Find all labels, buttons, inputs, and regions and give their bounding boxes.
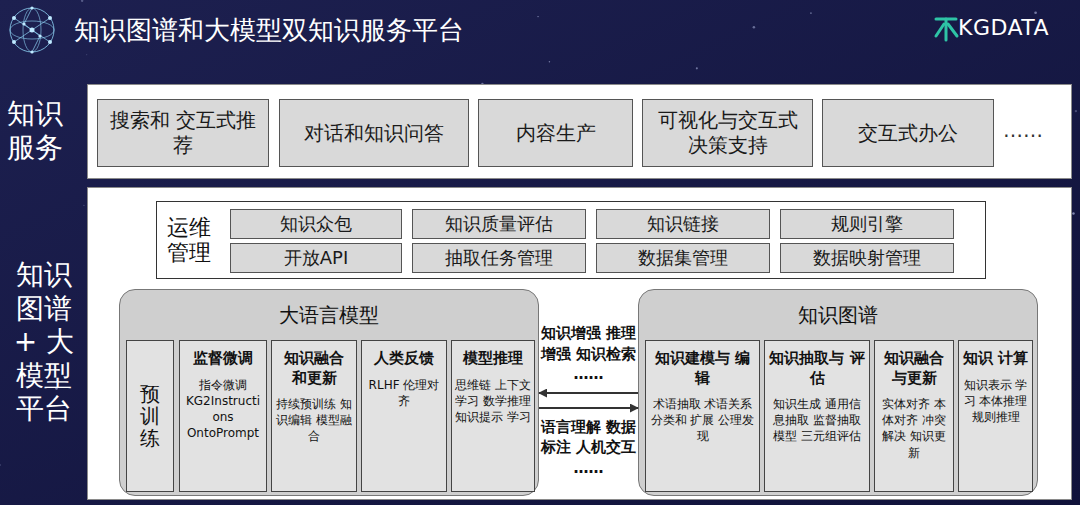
- service-box: 内容生产: [478, 99, 633, 167]
- node-heading: 大语言模型: [120, 302, 538, 329]
- platform-band: 知识 服务搜索和 交互式推荐对话和知识问答内容生产可视化与交互式 决策支持交互式…: [87, 84, 1072, 179]
- node-heading: 模型推理: [463, 349, 523, 369]
- ellipsis: ……: [1003, 118, 1043, 142]
- node-body: 知识表示 学习 本体推理 规则推理: [962, 377, 1029, 426]
- node-heading: 运维 管理: [167, 215, 218, 266]
- node-heading: 知识 服务: [4, 97, 66, 164]
- model-container: 知识图谱知识建模与 编辑术语抽取 术语关系分类和 扩展 公理发现知识抽取与 评估…: [638, 289, 1038, 496]
- module-box: 模型推理思维链 上下文学习 数学推理 知识提示 学习: [451, 340, 535, 492]
- model-container: 大语言模型预训练监督微调指令微调 KG2Instructions OntoPro…: [119, 289, 539, 496]
- node-heading: 可视化与交互式 决策支持: [651, 108, 804, 158]
- node-heading: 知识融合 与更新: [878, 349, 950, 388]
- kgdata-icon: [936, 19, 957, 40]
- node-heading: 知识建模与 编辑: [649, 349, 756, 388]
- ops-item: 数据集管理: [596, 243, 770, 273]
- module-box: 知识融合 与更新实体对齐 本体对齐 冲突解决 知识更新: [874, 340, 954, 492]
- node-heading: 知识质量评估: [445, 213, 553, 235]
- node-heading: 交互式办公: [858, 121, 958, 146]
- ops-item: 知识链接: [596, 209, 770, 239]
- node-heading: 内容生产: [516, 121, 596, 146]
- logo-text: KGDATA: [958, 15, 1049, 40]
- service-box: 对话和知识问答: [279, 99, 469, 167]
- node-heading: 知识众包: [280, 213, 352, 235]
- node-body: 知识生成 通用信息抽取 监督抽取模型 三元组评估: [768, 396, 866, 445]
- service-box: 交互式办公: [822, 99, 994, 167]
- module-box: 知识建模与 编辑术语抽取 术语关系分类和 扩展 公理发现: [645, 340, 760, 492]
- ops-item: 规则引擎: [780, 209, 954, 239]
- node-heading: 抽取任务管理: [445, 247, 553, 269]
- node-heading: 对话和知识问答: [304, 121, 444, 146]
- connector-arrow: [539, 407, 638, 409]
- service-box: 可视化与交互式 决策支持: [642, 99, 813, 167]
- ops-item: 知识质量评估: [412, 209, 586, 239]
- node-body: RLHF 伦理对齐: [365, 377, 443, 409]
- edge-label-holder: 知识增强 推理增强 知识检索 ……: [541, 323, 637, 384]
- node-heading: 知识链接: [647, 213, 719, 235]
- star: [810, 12, 812, 14]
- node-heading: 知识融合 和更新: [275, 349, 353, 388]
- module-box: 知识融合 和更新持续预训练 知识编辑 模型融合: [271, 340, 357, 492]
- ops-panel: 运维 管理 知识众包 知识质量评估 知识链接 规则引擎开放API 抽取任务管理 数据集管理 数…: [156, 201, 986, 279]
- node-heading: 知识 计算: [963, 349, 1028, 369]
- edge-label: 语言理解 数据标注 人机交互 ……: [541, 417, 637, 478]
- node-body: 持续预训练 知识编辑 模型融合: [275, 396, 353, 445]
- module-box: 预训练: [126, 340, 174, 492]
- star: [83, 205, 84, 206]
- title: 知识图谱和大模型双知识服务平台: [74, 13, 464, 48]
- star: [0, 464, 1, 466]
- node-body: 思维链 上下文学习 数学推理 知识提示 学习: [455, 377, 531, 426]
- ops-item: 开放API: [230, 243, 402, 273]
- star: [1075, 110, 1077, 112]
- node-heading: 知识抽取与 评估: [768, 349, 866, 388]
- connector-arrow: [539, 392, 638, 394]
- module-box: 知识 计算知识表示 学习 本体推理 规则推理: [958, 340, 1033, 492]
- module-box: 人类反馈 RLHF 伦理对齐: [361, 340, 447, 492]
- node-heading: 搜索和 交互式推荐: [106, 108, 260, 158]
- node-heading: 知识图谱: [639, 302, 1037, 329]
- ops-item: 知识众包: [230, 209, 402, 239]
- star: [549, 61, 550, 62]
- node-heading: 预训练: [140, 383, 160, 449]
- node-heading: 监督微调: [193, 349, 253, 369]
- edge-label-holder: 语言理解 数据标注 人机交互 ……: [541, 417, 637, 478]
- ops-item: 抽取任务管理: [412, 243, 586, 273]
- module-box: 知识抽取与 评估知识生成 通用信息抽取 监督抽取模型 三元组评估: [764, 340, 870, 492]
- service-box: 搜索和 交互式推荐: [97, 99, 269, 167]
- node-body: 指令微调 KG2Instructions OntoPrompt: [183, 377, 263, 442]
- star: [86, 54, 87, 55]
- node-heading: 数据集管理: [638, 247, 728, 269]
- star: [81, 0, 83, 2]
- ops-item: 数据映射管理: [780, 243, 954, 273]
- edge-label: 知识增强 推理增强 知识检索 ……: [541, 323, 637, 384]
- node-heading: 知识 图谱 + 大模型 平台: [1, 258, 87, 426]
- node-heading: 人类反馈: [374, 349, 434, 369]
- node-heading: 数据映射管理: [813, 247, 921, 269]
- star: [1072, 212, 1074, 214]
- star: [537, 16, 538, 17]
- star: [753, 26, 756, 29]
- module-box: 监督微调指令微调 KG2Instructions OntoPrompt: [179, 340, 267, 492]
- node-heading: 开放API: [284, 247, 348, 269]
- node-body: 术语抽取 术语关系分类和 扩展 公理发现: [649, 396, 756, 445]
- network-logo: [10, 6, 54, 53]
- star: [1034, 11, 1037, 14]
- node-body: 实体对齐 本体对齐 冲突解决 知识更新: [878, 396, 950, 461]
- node-heading: 规则引擎: [831, 213, 903, 235]
- star: [696, 67, 698, 69]
